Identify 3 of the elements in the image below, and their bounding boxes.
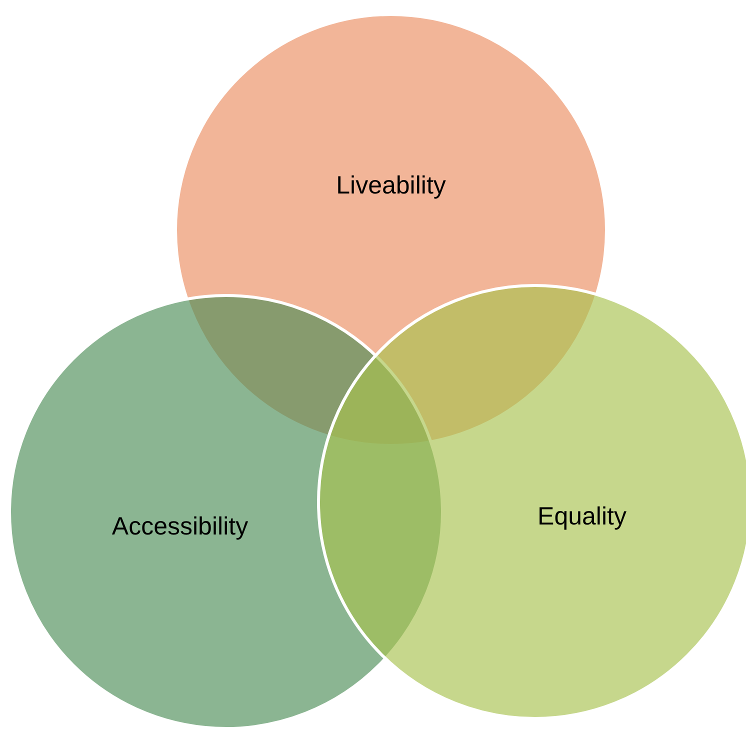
circle-label: Equality xyxy=(538,502,626,532)
circle-label: Accessibility xyxy=(112,512,248,542)
circle-label: Liveability xyxy=(336,172,446,200)
